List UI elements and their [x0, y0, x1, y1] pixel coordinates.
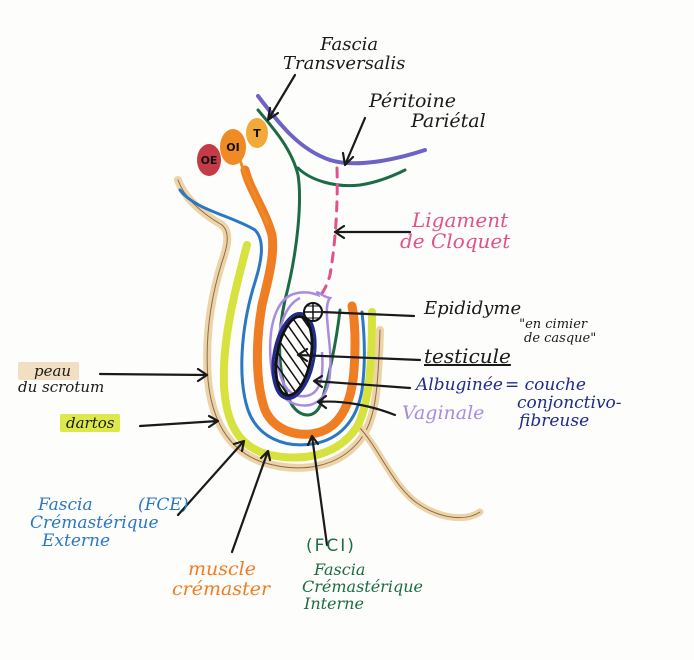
- label-fci-abbr: (FCI): [306, 536, 356, 556]
- label-albuginee: Albuginée: [416, 375, 503, 395]
- peritoine-layer: [256, 94, 427, 166]
- label-line: peau: [18, 362, 104, 380]
- arrow-dartos: [138, 414, 220, 429]
- arrow-testicule: [296, 347, 422, 363]
- fascia-transversalis-top: [296, 166, 407, 188]
- arrow-fascia-transversalis: [266, 73, 297, 122]
- dartos-highlight: dartos: [60, 414, 121, 432]
- arrow-albuginee: [312, 374, 412, 390]
- label-line: de casque": [524, 330, 597, 346]
- label-epididyme-note: "en cimier de casque": [510, 318, 596, 345]
- label-cremaster: muscle crémaster: [172, 558, 271, 600]
- label-fce-abbr: (FCE): [138, 495, 189, 515]
- label-line: Ligament: [412, 208, 509, 232]
- label-line: Fascia: [38, 495, 93, 515]
- label-line: Pariétal: [411, 109, 486, 132]
- arrow-fce: [176, 439, 246, 517]
- label-line: Fascia: [314, 560, 366, 579]
- arrow-cremaster: [230, 449, 272, 554]
- arrow-peritoine: [341, 116, 367, 167]
- label-line: Transversalis: [283, 52, 406, 74]
- label-line: muscle: [188, 558, 256, 580]
- label-ligament-cloquet: Ligament de Cloquet: [400, 210, 510, 252]
- cloquet-ligament: [316, 166, 339, 302]
- label-testicule: testicule: [424, 344, 511, 368]
- arrows: [98, 73, 422, 554]
- epididyme: [303, 302, 323, 322]
- label-line: du scrotum: [18, 377, 105, 396]
- tag-oblique-externe: OE: [197, 144, 221, 176]
- tag-oblique-interne: OI: [220, 129, 246, 165]
- label-fce: Fascia Crémastérique Externe: [30, 495, 159, 551]
- label-line: Externe: [42, 530, 111, 551]
- label-line: = couche: [505, 375, 586, 395]
- label-fascia-transversalis: Fascia Transversalis: [283, 34, 406, 74]
- arrow-cloquet: [333, 224, 412, 240]
- label-line: de Cloquet: [400, 229, 511, 253]
- label-line: Interne: [304, 593, 364, 613]
- cremaster-layer: [240, 165, 360, 439]
- label-line: Fascia: [320, 34, 379, 55]
- label-fci: Fascia Crémastérique Interne: [302, 560, 423, 613]
- label-albuginee-definition: = couche conjonctivo- fibreuse: [505, 375, 622, 431]
- label-line: "en cimier: [519, 317, 588, 332]
- fce-layer: [178, 188, 366, 447]
- label-vaginale: Vaginale: [402, 402, 485, 424]
- label-line: Crémastérique: [30, 512, 159, 533]
- label-epididyme: Epididyme: [424, 298, 522, 319]
- arrow-vaginale: [316, 394, 397, 417]
- label-peritoine-parietal: Péritoine Pariétal: [369, 90, 486, 132]
- oi-stem: [238, 159, 270, 226]
- testicule: [274, 314, 314, 398]
- label-line: crémaster: [172, 577, 271, 600]
- label-line: Péritoine: [369, 90, 456, 112]
- label-dartos: dartos: [60, 414, 121, 432]
- label-line: conjonctivo-: [517, 392, 622, 413]
- peau-highlight: peau: [18, 362, 80, 380]
- vaginale-layer: [268, 290, 333, 407]
- label-line: Crémastérique: [302, 576, 423, 596]
- arrow-peau: [98, 367, 209, 383]
- label-line: fibreuse: [519, 410, 590, 431]
- skin-layer: [174, 176, 484, 522]
- arrow-fci: [306, 434, 329, 547]
- albuginee-layer: [271, 312, 317, 400]
- label-peau-scrotum: peau du scrotum: [18, 362, 105, 396]
- tag-transverse: T: [246, 118, 268, 148]
- arrow-epididyme: [320, 310, 416, 318]
